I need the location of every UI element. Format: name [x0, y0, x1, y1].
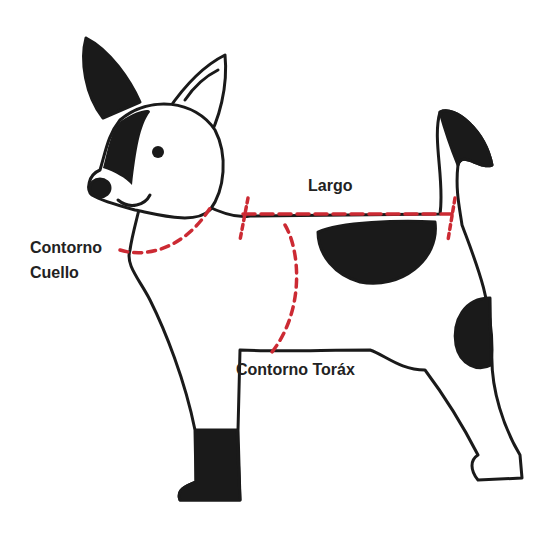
tail-tip [440, 111, 492, 166]
length-tick [240, 198, 248, 240]
left-ear [84, 38, 140, 118]
hip-spot [455, 298, 491, 368]
dog-mouth [118, 195, 150, 205]
neck-measure-line [120, 205, 212, 253]
dog-head [89, 104, 223, 218]
measure-label: Contorno Toráx [236, 358, 355, 383]
dog-eye [152, 146, 164, 158]
length-measure-line [243, 212, 452, 216]
face-patch [103, 110, 150, 185]
measure-label: Largo [308, 174, 352, 199]
measure-label: Contorno Cuello [30, 236, 120, 286]
back-spot [318, 221, 435, 283]
length-tick [448, 198, 455, 240]
right-ear-inner [185, 70, 218, 100]
chest-measure-line [272, 225, 297, 352]
dog-nose [90, 179, 110, 197]
front-paw [179, 430, 240, 500]
